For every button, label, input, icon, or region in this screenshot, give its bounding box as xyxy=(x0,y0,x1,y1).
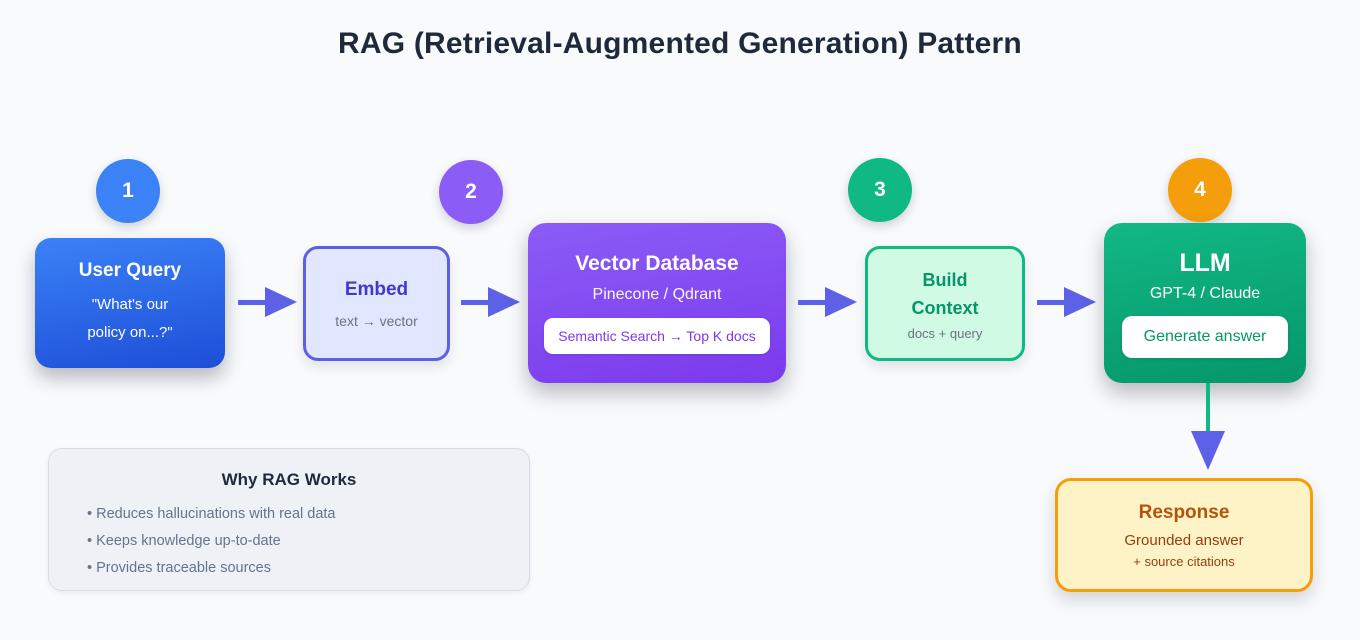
step-circle-2: 2 xyxy=(439,160,503,224)
arrow-right-icon xyxy=(265,287,297,317)
list-item: Reduces hallucinations with real data xyxy=(87,501,529,528)
build-context-box: Build Context docs + query xyxy=(865,246,1025,361)
why-rag-works-panel: Why RAG Works Reduces hallucinations wit… xyxy=(48,448,530,591)
vector-database-title: Vector Database xyxy=(575,252,739,275)
flow-arrow-4 xyxy=(1037,287,1096,317)
response-title: Response xyxy=(1138,501,1230,523)
response-box: Response Grounded answer + source citati… xyxy=(1055,478,1313,592)
user-query-box: User Query "What's our policy on...?" xyxy=(35,238,225,368)
build-context-subtitle: docs + query xyxy=(907,326,983,341)
arrow-right-icon xyxy=(1064,287,1096,317)
build-context-title: Build Context xyxy=(911,270,979,318)
arrow-tail xyxy=(461,299,488,305)
why-rag-works-list: Reduces hallucinations with real data Ke… xyxy=(49,501,529,582)
arrow-tail xyxy=(1037,299,1064,305)
flow-arrow-1 xyxy=(238,287,297,317)
semantic-search-badge: Semantic Search → Top K docs xyxy=(544,318,770,354)
embed-box: Embed text → vector xyxy=(303,246,450,361)
llm-title: LLM xyxy=(1179,248,1231,277)
step-circle-3: 3 xyxy=(848,158,912,222)
response-subtitle-line1: Grounded answer xyxy=(1124,531,1244,549)
arrow-down-icon xyxy=(1191,431,1225,470)
user-query-subtitle: "What's our policy on...?" xyxy=(87,295,173,341)
flow-arrow-3 xyxy=(798,287,857,317)
arrow-right-icon xyxy=(825,287,857,317)
llm-subtitle: GPT-4 / Claude xyxy=(1149,284,1261,302)
llm-box: LLM GPT-4 / Claude Generate answer xyxy=(1104,223,1306,383)
user-query-title: User Query xyxy=(78,259,182,281)
list-item: Keeps knowledge up-to-date xyxy=(87,528,529,555)
vector-database-box: Vector Database Pinecone / Qdrant Semant… xyxy=(528,223,786,383)
list-item: Provides traceable sources xyxy=(87,555,529,582)
page-title: RAG (Retrieval-Augmented Generation) Pat… xyxy=(338,27,1022,60)
arrow-tail xyxy=(798,299,825,305)
why-rag-works-title: Why RAG Works xyxy=(221,470,357,489)
generate-answer-badge: Generate answer xyxy=(1121,315,1289,358)
vector-database-subtitle: Pinecone / Qdrant xyxy=(592,286,722,303)
flow-arrow-2 xyxy=(461,287,520,317)
arrow-right-icon xyxy=(488,287,520,317)
response-subtitle-line2: + source citations xyxy=(1133,553,1235,569)
embed-subtitle: text → vector xyxy=(335,312,418,329)
step-circle-1: 1 xyxy=(96,159,160,223)
llm-to-response-connector xyxy=(1206,383,1210,432)
embed-title: Embed xyxy=(344,278,409,300)
step-circle-4: 4 xyxy=(1168,158,1232,222)
arrow-tail xyxy=(238,299,265,305)
